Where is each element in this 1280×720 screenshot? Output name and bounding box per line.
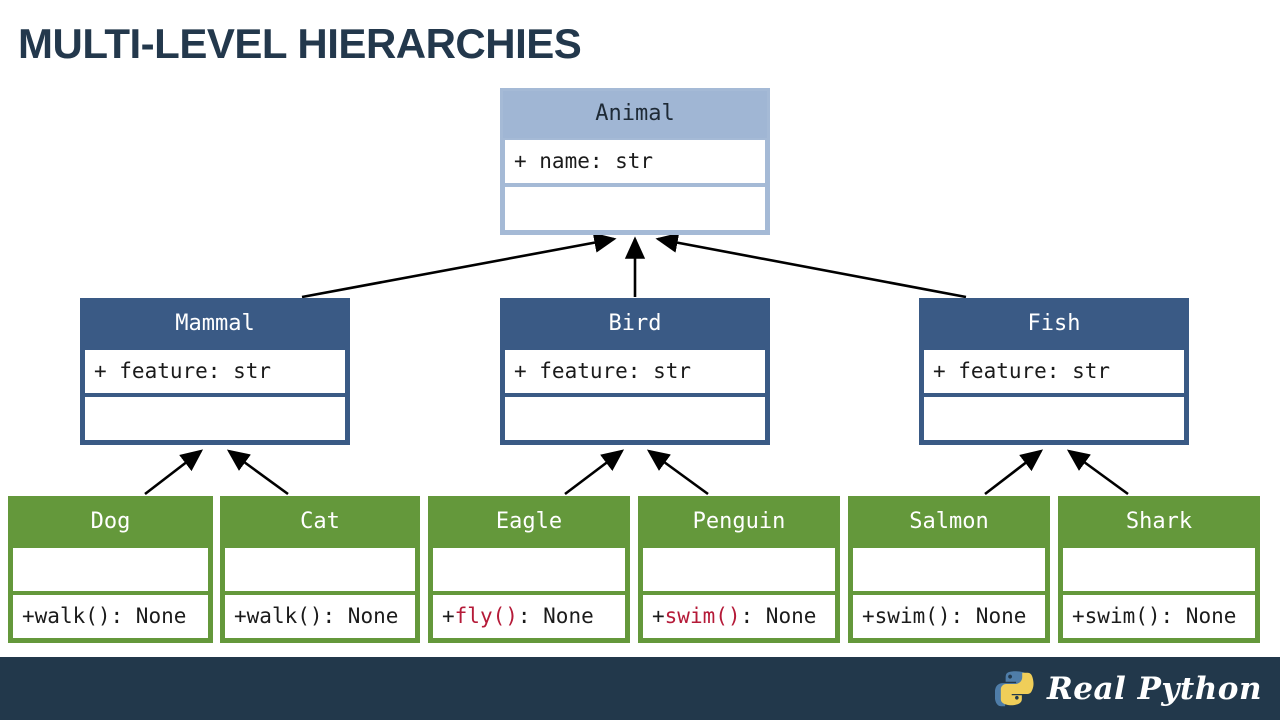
class-methods-penguin: + swim(): None [641,592,837,640]
method-call: walk() [34,604,111,629]
arrow-salmon-to-fish [984,449,1044,496]
class-attributes-eagle [431,545,627,593]
class-methods-animal [503,184,767,232]
class-methods-bird [503,394,767,442]
class-name-eagle: Eagle [431,499,627,546]
method-prefix: + [652,604,665,629]
arrow-cat-to-mammal [226,449,289,496]
method-call: fly() [454,604,518,629]
method-suffix: : None [1160,604,1237,629]
class-attributes-mammal: + feature: str [83,347,347,395]
class-name-mammal: Mammal [83,301,347,348]
method-prefix: + [234,604,247,629]
class-methods-cat: + walk(): None [223,592,417,640]
class-name-salmon: Salmon [851,499,1047,546]
class-name-cat: Cat [223,499,417,546]
class-methods-eagle: + fly(): None [431,592,627,640]
method-suffix: : None [740,604,817,629]
method-suffix: : None [517,604,594,629]
method-prefix: + [1072,604,1085,629]
class-methods-dog: + walk(): None [11,592,210,640]
class-attributes-cat [223,545,417,593]
class-box-cat[interactable]: Cat + walk(): None [220,496,420,643]
method-call: swim() [874,604,951,629]
class-methods-salmon: + swim(): None [851,592,1047,640]
class-box-fish[interactable]: Fish + feature: str [919,298,1189,445]
class-attributes-animal: + name: str [503,137,767,185]
class-box-animal[interactable]: Animal + name: str [500,88,770,235]
class-box-mammal[interactable]: Mammal + feature: str [80,298,350,445]
method-suffix: : None [110,604,187,629]
class-name-bird: Bird [503,301,767,348]
arrow-penguin-to-bird [646,449,709,496]
method-suffix: : None [322,604,399,629]
arrow-dog-to-mammal [144,449,204,496]
page-title: MULTI-LEVEL HIERARCHIES [18,20,582,67]
method-call: swim() [1084,604,1161,629]
footer-bar [0,657,1280,720]
brand-logo: Real Python [994,666,1262,712]
arrow-eagle-to-bird [564,449,625,496]
class-methods-fish [922,394,1186,442]
class-name-penguin: Penguin [641,499,837,546]
class-name-shark: Shark [1061,499,1257,546]
class-box-dog[interactable]: Dog + walk(): None [8,496,213,643]
arrow-fish-to-animal [655,232,967,299]
class-attributes-fish: + feature: str [922,347,1186,395]
class-methods-mammal [83,394,347,442]
method-call: swim() [664,604,741,629]
class-attributes-bird: + feature: str [503,347,767,395]
method-prefix: + [442,604,455,629]
method-prefix: + [22,604,35,629]
class-attributes-salmon [851,545,1047,593]
class-box-penguin[interactable]: Penguin + swim(): None [638,496,840,643]
python-logo-icon [994,671,1034,707]
method-call: walk() [246,604,323,629]
class-attributes-shark [1061,545,1257,593]
class-name-dog: Dog [11,499,210,546]
class-attributes-dog [11,545,210,593]
brand-name: Real Python [1046,671,1262,707]
class-name-fish: Fish [922,301,1186,348]
method-prefix: + [862,604,875,629]
arrow-mammal-to-animal [301,232,617,299]
method-suffix: : None [950,604,1027,629]
arrow-shark-to-fish [1066,449,1129,496]
class-box-bird[interactable]: Bird + feature: str [500,298,770,445]
class-box-eagle[interactable]: Eagle + fly(): None [428,496,630,643]
class-box-shark[interactable]: Shark + swim(): None [1058,496,1260,643]
class-methods-shark: + swim(): None [1061,592,1257,640]
class-attributes-penguin [641,545,837,593]
class-name-animal: Animal [503,91,767,138]
class-box-salmon[interactable]: Salmon + swim(): None [848,496,1050,643]
